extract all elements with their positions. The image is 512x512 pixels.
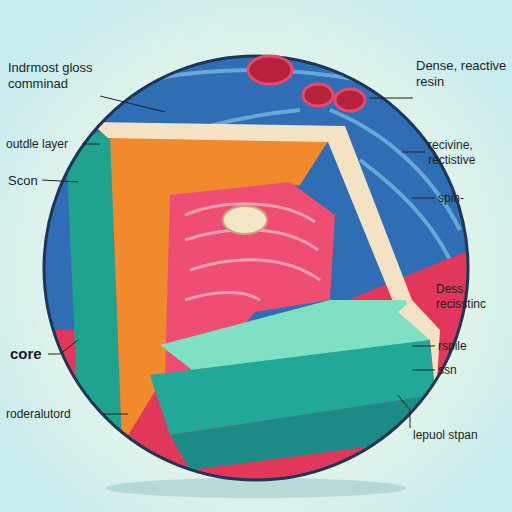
layer-label: roderalutord (6, 407, 106, 422)
layer-label: rspile (438, 339, 498, 354)
core-label: core (10, 345, 50, 363)
finger-holes (248, 56, 365, 111)
layer-label: ssn (438, 363, 498, 378)
layer-label: outdle layer (6, 137, 82, 152)
layer-label: recivine, rectistive (428, 138, 508, 168)
layer-label: spin- (438, 191, 498, 206)
layer-label: Dense, reactive resin (416, 58, 508, 90)
layer-label: Indrmost gloss comminad (8, 60, 108, 92)
layer-label: lepuol stpan (413, 428, 505, 443)
ball-outline (44, 56, 468, 480)
layer-label: Dess, recisstinc (436, 282, 508, 312)
layer-label: Scon (8, 173, 48, 189)
leader-lines (42, 96, 435, 428)
